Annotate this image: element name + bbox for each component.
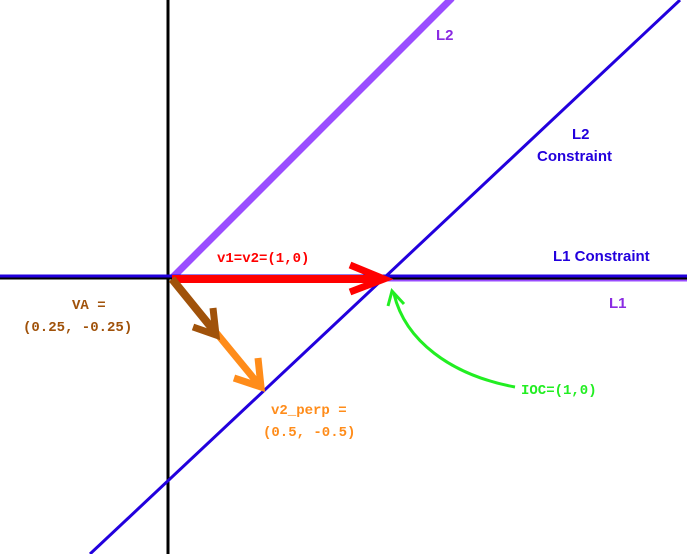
label-v2-perp-value: (0.5, -0.5) [263, 425, 355, 441]
label-va-name: VA = [72, 298, 106, 314]
label-l2: L2 [436, 27, 454, 44]
l2-line [169, 0, 455, 281]
label-va-value: (0.25, -0.25) [23, 320, 132, 336]
label-l2-constraint-line1: L2 [572, 126, 590, 143]
v1-v2-arrow [172, 261, 394, 296]
label-l1: L1 [609, 295, 627, 312]
label-l2-constraint-line2: Constraint [537, 148, 612, 165]
label-v1-v2: v1=v2=(1,0) [217, 251, 309, 267]
label-v2-perp-name: v2_perp = [271, 403, 347, 419]
ioc-arrow [386, 287, 516, 389]
label-ioc: IOC=(1,0) [521, 383, 597, 399]
va-arrow [168, 276, 221, 341]
label-l1-constraint: L1 Constraint [553, 248, 650, 265]
